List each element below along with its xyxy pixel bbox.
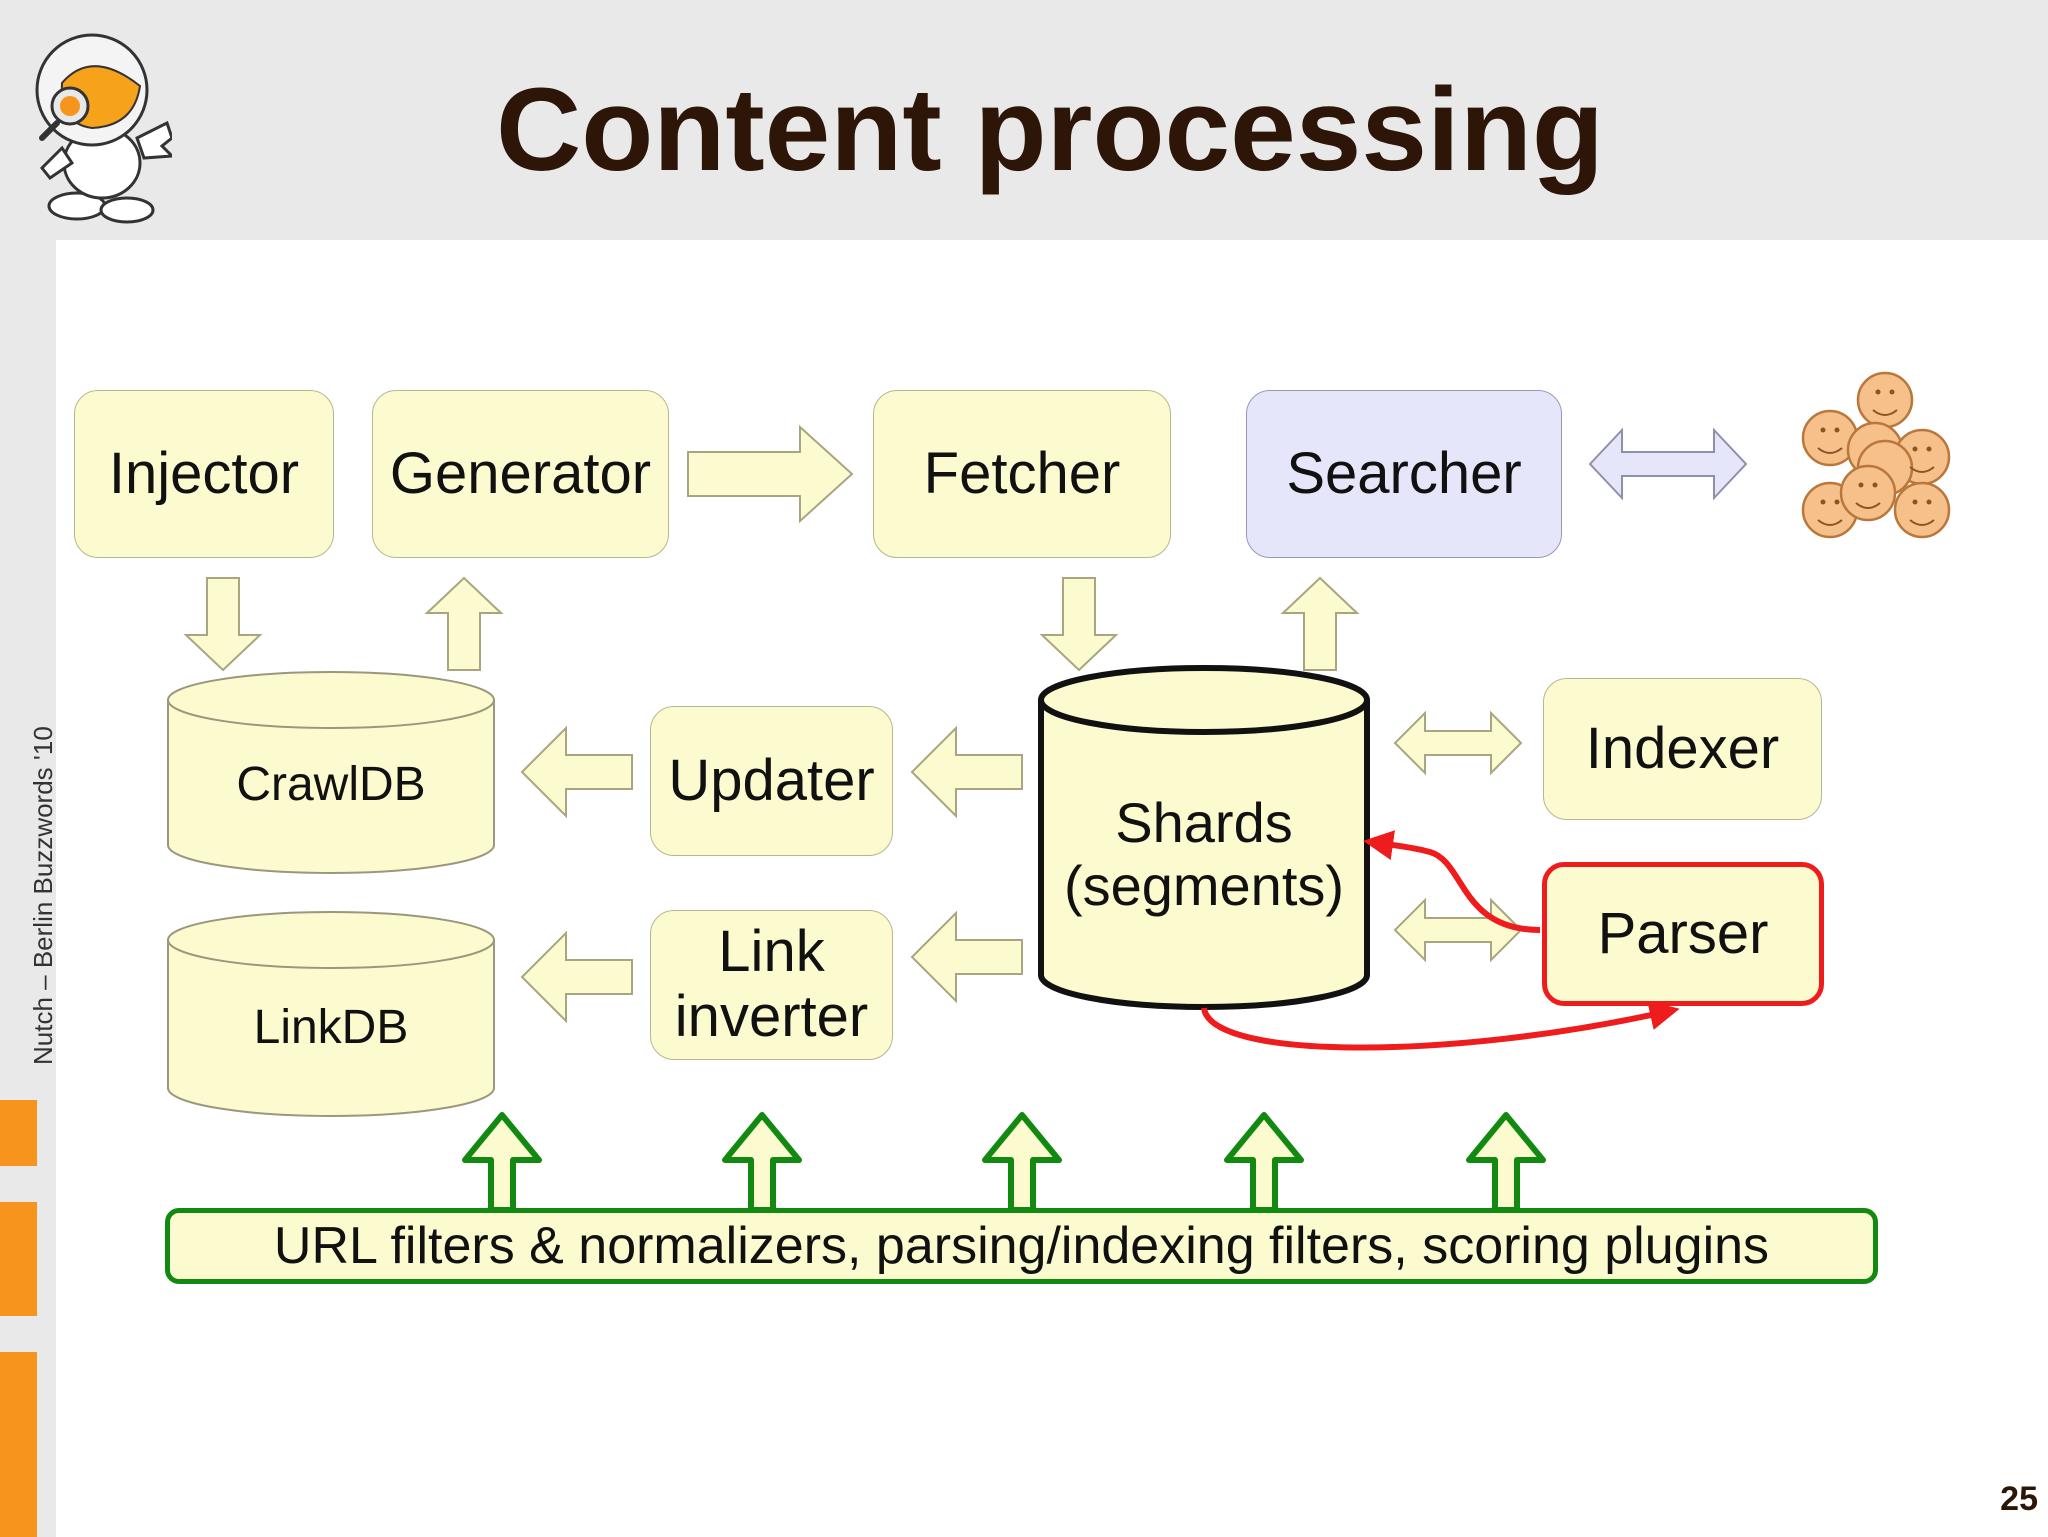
title-band <box>0 0 2048 240</box>
crawldb-label: CrawlDB <box>236 758 426 812</box>
green-arrow-up <box>462 1112 542 1213</box>
fetcher-label: Fetcher <box>923 440 1121 506</box>
green-arrow-up <box>1224 1112 1304 1213</box>
linkdb-label: LinkDB <box>253 1001 409 1055</box>
link-inverter-label: Link inverter <box>674 919 869 1049</box>
red-arrow <box>1363 830 1541 933</box>
accent-bar <box>0 1352 37 1537</box>
nutch-mascot-icon <box>35 33 172 224</box>
green-arrow-up <box>982 1112 1062 1213</box>
double-arrow <box>1393 710 1523 776</box>
linkdb-cylinder <box>167 911 495 1117</box>
injector-label: Injector <box>108 440 300 506</box>
indexer-box: Indexer <box>1543 678 1822 820</box>
accent-bar <box>0 1100 37 1166</box>
fetcher-box: Fetcher <box>873 390 1171 558</box>
injector-box: Injector <box>74 390 334 558</box>
arrow-up <box>424 576 504 671</box>
indexer-label: Indexer <box>1585 715 1780 781</box>
left-strip <box>0 240 56 1537</box>
parser-label: Parser <box>1597 900 1769 966</box>
red-arrow <box>1201 1000 1680 1051</box>
arrow-down <box>183 577 263 672</box>
plugins-label: URL filters & normalizers, parsing/index… <box>273 1216 1770 1275</box>
link-inverter-box: Link inverter <box>650 910 893 1060</box>
double-arrow <box>1393 897 1523 963</box>
page-number: 25 <box>2000 1480 2038 1518</box>
shards-cylinder <box>1038 665 1370 1010</box>
arrow-up <box>1280 576 1360 671</box>
generator-label: Generator <box>389 440 652 506</box>
arrow-left <box>520 725 633 819</box>
double-arrow <box>1588 427 1748 501</box>
plugins-bar: URL filters & normalizers, parsing/index… <box>165 1208 1878 1284</box>
arrow-right <box>687 424 854 524</box>
arrow-left <box>910 725 1023 819</box>
arrow-left <box>910 910 1023 1004</box>
arrow-down <box>1039 577 1119 672</box>
crawldb-cylinder <box>167 671 495 874</box>
arrow-left <box>520 930 633 1024</box>
parser-box: Parser <box>1542 862 1824 1006</box>
accent-bar <box>0 1202 37 1316</box>
shards-label: Shards (segments) <box>1063 791 1345 917</box>
green-arrow-up <box>722 1112 802 1213</box>
slide-title: Content processing <box>496 64 1604 196</box>
searcher-box: Searcher <box>1246 390 1562 558</box>
user-faces-icon <box>1801 371 1951 539</box>
updater-box: Updater <box>650 706 893 856</box>
searcher-label: Searcher <box>1286 440 1522 506</box>
generator-box: Generator <box>372 390 669 558</box>
green-arrow-up <box>1466 1112 1546 1213</box>
updater-label: Updater <box>668 747 875 813</box>
